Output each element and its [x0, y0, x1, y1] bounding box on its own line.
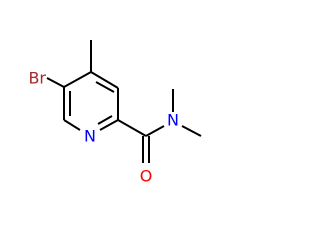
- bond-c2-carbonyl: [117, 119, 147, 137]
- bond-c3-c3-inner: [95, 81, 115, 93]
- oxygen-atom-label: O: [140, 167, 153, 186]
- bond-n1-c6: [63, 119, 81, 131]
- bond-c5-c4: [63, 71, 92, 88]
- bond-c2-n1-inner: [97, 115, 113, 125]
- bond-c2-n1: [99, 119, 119, 131]
- atom-labels: Br N N O: [28, 69, 179, 186]
- structure-diagram: Br N N O: [28, 40, 202, 186]
- bonds: [46, 40, 202, 163]
- bond-carbonyl-n: [145, 125, 165, 137]
- bond-c5-br: [46, 77, 65, 88]
- bond-c4-c3: [90, 71, 119, 89]
- bromine-atom-label: Br: [28, 69, 46, 88]
- amide-nitrogen-label: N: [167, 111, 179, 130]
- bond-n-methyl-right: [181, 125, 202, 137]
- ring-nitrogen-label: N: [84, 127, 96, 146]
